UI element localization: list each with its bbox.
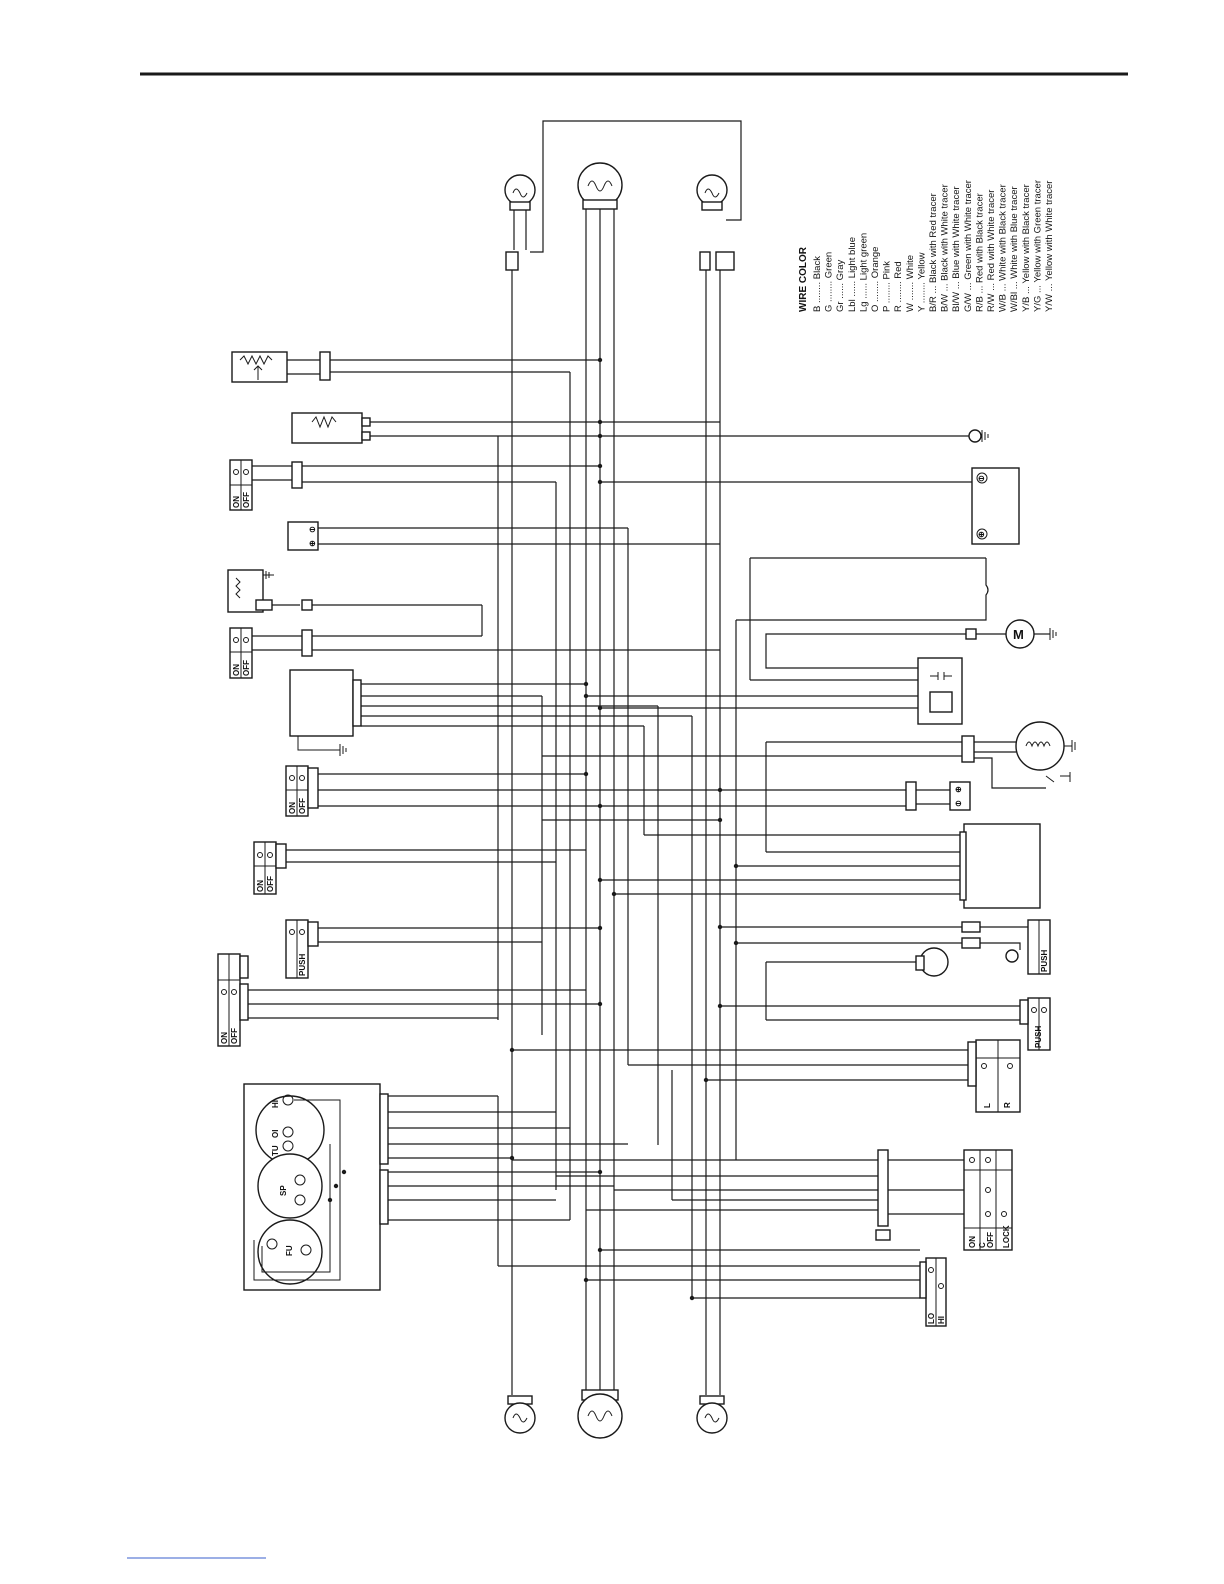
turn-relay-unit [542,819,1041,909]
svg-text:⊕: ⊕ [955,785,962,794]
push-switch-right: PUSH [720,997,1051,1051]
legend-row: Y/G ... Yellow with Green tracer [1032,180,1043,312]
svg-text:R: R [1003,1102,1012,1108]
legend-row: Lg ...... Light green [858,233,869,312]
legend-row: Gr ...... Gray [835,259,846,312]
legend-title: WIRE COLOR [798,246,809,312]
legend-row: O ........ Orange [870,247,881,312]
connector-top-right-a [699,251,711,271]
small-battery-right: ⊕ ⊖ [318,781,971,811]
bottom-left-bulb [504,1395,536,1434]
svg-text:TU: TU [271,1145,280,1156]
svg-text:OFF: OFF [266,876,275,892]
horn [765,947,949,1020]
svg-text:C: C [978,1242,987,1248]
svg-text:PUSH: PUSH [298,954,307,976]
legend-row: Y ........ Yellow [916,252,927,312]
svg-text:ON: ON [220,1032,229,1044]
starter-motor: M [765,619,1057,669]
fuse [736,558,989,621]
dimmer-switch: LO HI [497,1096,947,1327]
legend-row: R ........ Red [893,261,904,312]
resistor-unit [291,412,970,444]
turn-signal-switch: L R [512,1039,1021,1113]
temperature-sensor [227,569,483,636]
legend-row: G ........ Green [824,252,835,312]
svg-text:HI: HI [271,1100,280,1108]
legend-row: G/W ... Green with White tracer [963,180,974,312]
svg-text:⊕: ⊕ [309,539,316,548]
svg-text:PUSH: PUSH [1040,950,1049,972]
junction-dots [327,357,739,1301]
small-battery-left: ⊖ ⊕ [287,521,720,551]
svg-text:OFF: OFF [230,1028,239,1044]
legend-row: W/Bl ... White with Blue tracer [1009,186,1020,312]
svg-text:PUSH: PUSH [1034,1026,1043,1048]
switch-on-off-5: ON OFF [217,953,600,1047]
top-left-bulb [504,174,536,250]
svg-text:OFF: OFF [242,492,251,508]
svg-text:ON: ON [256,880,265,892]
bottom-right-bulb [696,1395,728,1434]
tail-light-bulb [577,1389,623,1439]
switch-on-off-3: ON OFF [285,765,586,817]
switch-on-off-4: ON OFF [253,841,586,895]
connector-top-left [505,251,519,271]
legend-row: B/R ... Black with Red tracer [928,193,939,312]
svg-text:OFF: OFF [298,798,307,814]
meter-cluster: HI OI TU SP FU [243,1083,628,1291]
legend-row: R/B ... Red with Black tracer [974,193,985,312]
svg-text:⊖: ⊖ [978,474,985,483]
trunk-wires [497,209,751,1395]
svg-text:OI: OI [271,1130,280,1138]
svg-text:⊖: ⊖ [309,525,316,534]
legend-row: W ....... White [905,255,916,312]
motor-label: M [1013,627,1024,642]
ignition-switch: ON C OFF LOCK [512,1149,1013,1251]
legend-row: B ........ Black [812,256,823,312]
headlight-bulb-top [577,162,623,210]
fuel-sender [231,351,600,383]
svg-text:⊖: ⊖ [955,799,962,808]
horn-switch-right: PUSH [720,919,1051,975]
push-switch-left: PUSH [285,919,600,979]
svg-text:ON: ON [232,496,241,508]
legend-row: Y/W ... Yellow with White tracer [1044,181,1055,312]
connector-top-right-b [715,251,735,271]
svg-text:OFF: OFF [242,660,251,676]
starter-relay [586,657,963,725]
switch-on-off-2: ON OFF [229,627,720,679]
legend-row: Y/B ... Yellow with Black tracer [1021,184,1032,312]
legend-row: W/B ... White with Black tracer [998,184,1009,312]
top-right-bulb [696,174,728,211]
svg-text:ON: ON [232,664,241,676]
main-battery: ⊖ ⊕ [600,467,1020,559]
legend-row: B/W ... Black with White tracer [940,184,951,312]
svg-text:HI: HI [937,1316,946,1324]
legend-row: Bl/W ... Blue with White tracer [951,186,962,312]
legend-row: P ........ Pink [882,261,893,312]
svg-text:ON: ON [288,802,297,814]
svg-text:L: L [983,1103,992,1108]
legend-row: Lbl ...... Light blue [847,237,858,312]
svg-text:⊕: ⊕ [978,530,985,539]
svg-text:ON: ON [968,1236,977,1248]
svg-text:OFF: OFF [986,1232,995,1248]
generator [542,721,1076,852]
ground-terminal [968,429,989,443]
svg-text:LO: LO [927,1313,936,1324]
svg-text:SP: SP [279,1185,288,1196]
cdi-unit [289,669,692,756]
svg-text:LOCK: LOCK [1002,1225,1011,1248]
switch-on-off-1: ON OFF [229,459,600,511]
legend-row: R/W ... Red with White tracer [986,190,997,312]
svg-text:FU: FU [285,1245,294,1256]
